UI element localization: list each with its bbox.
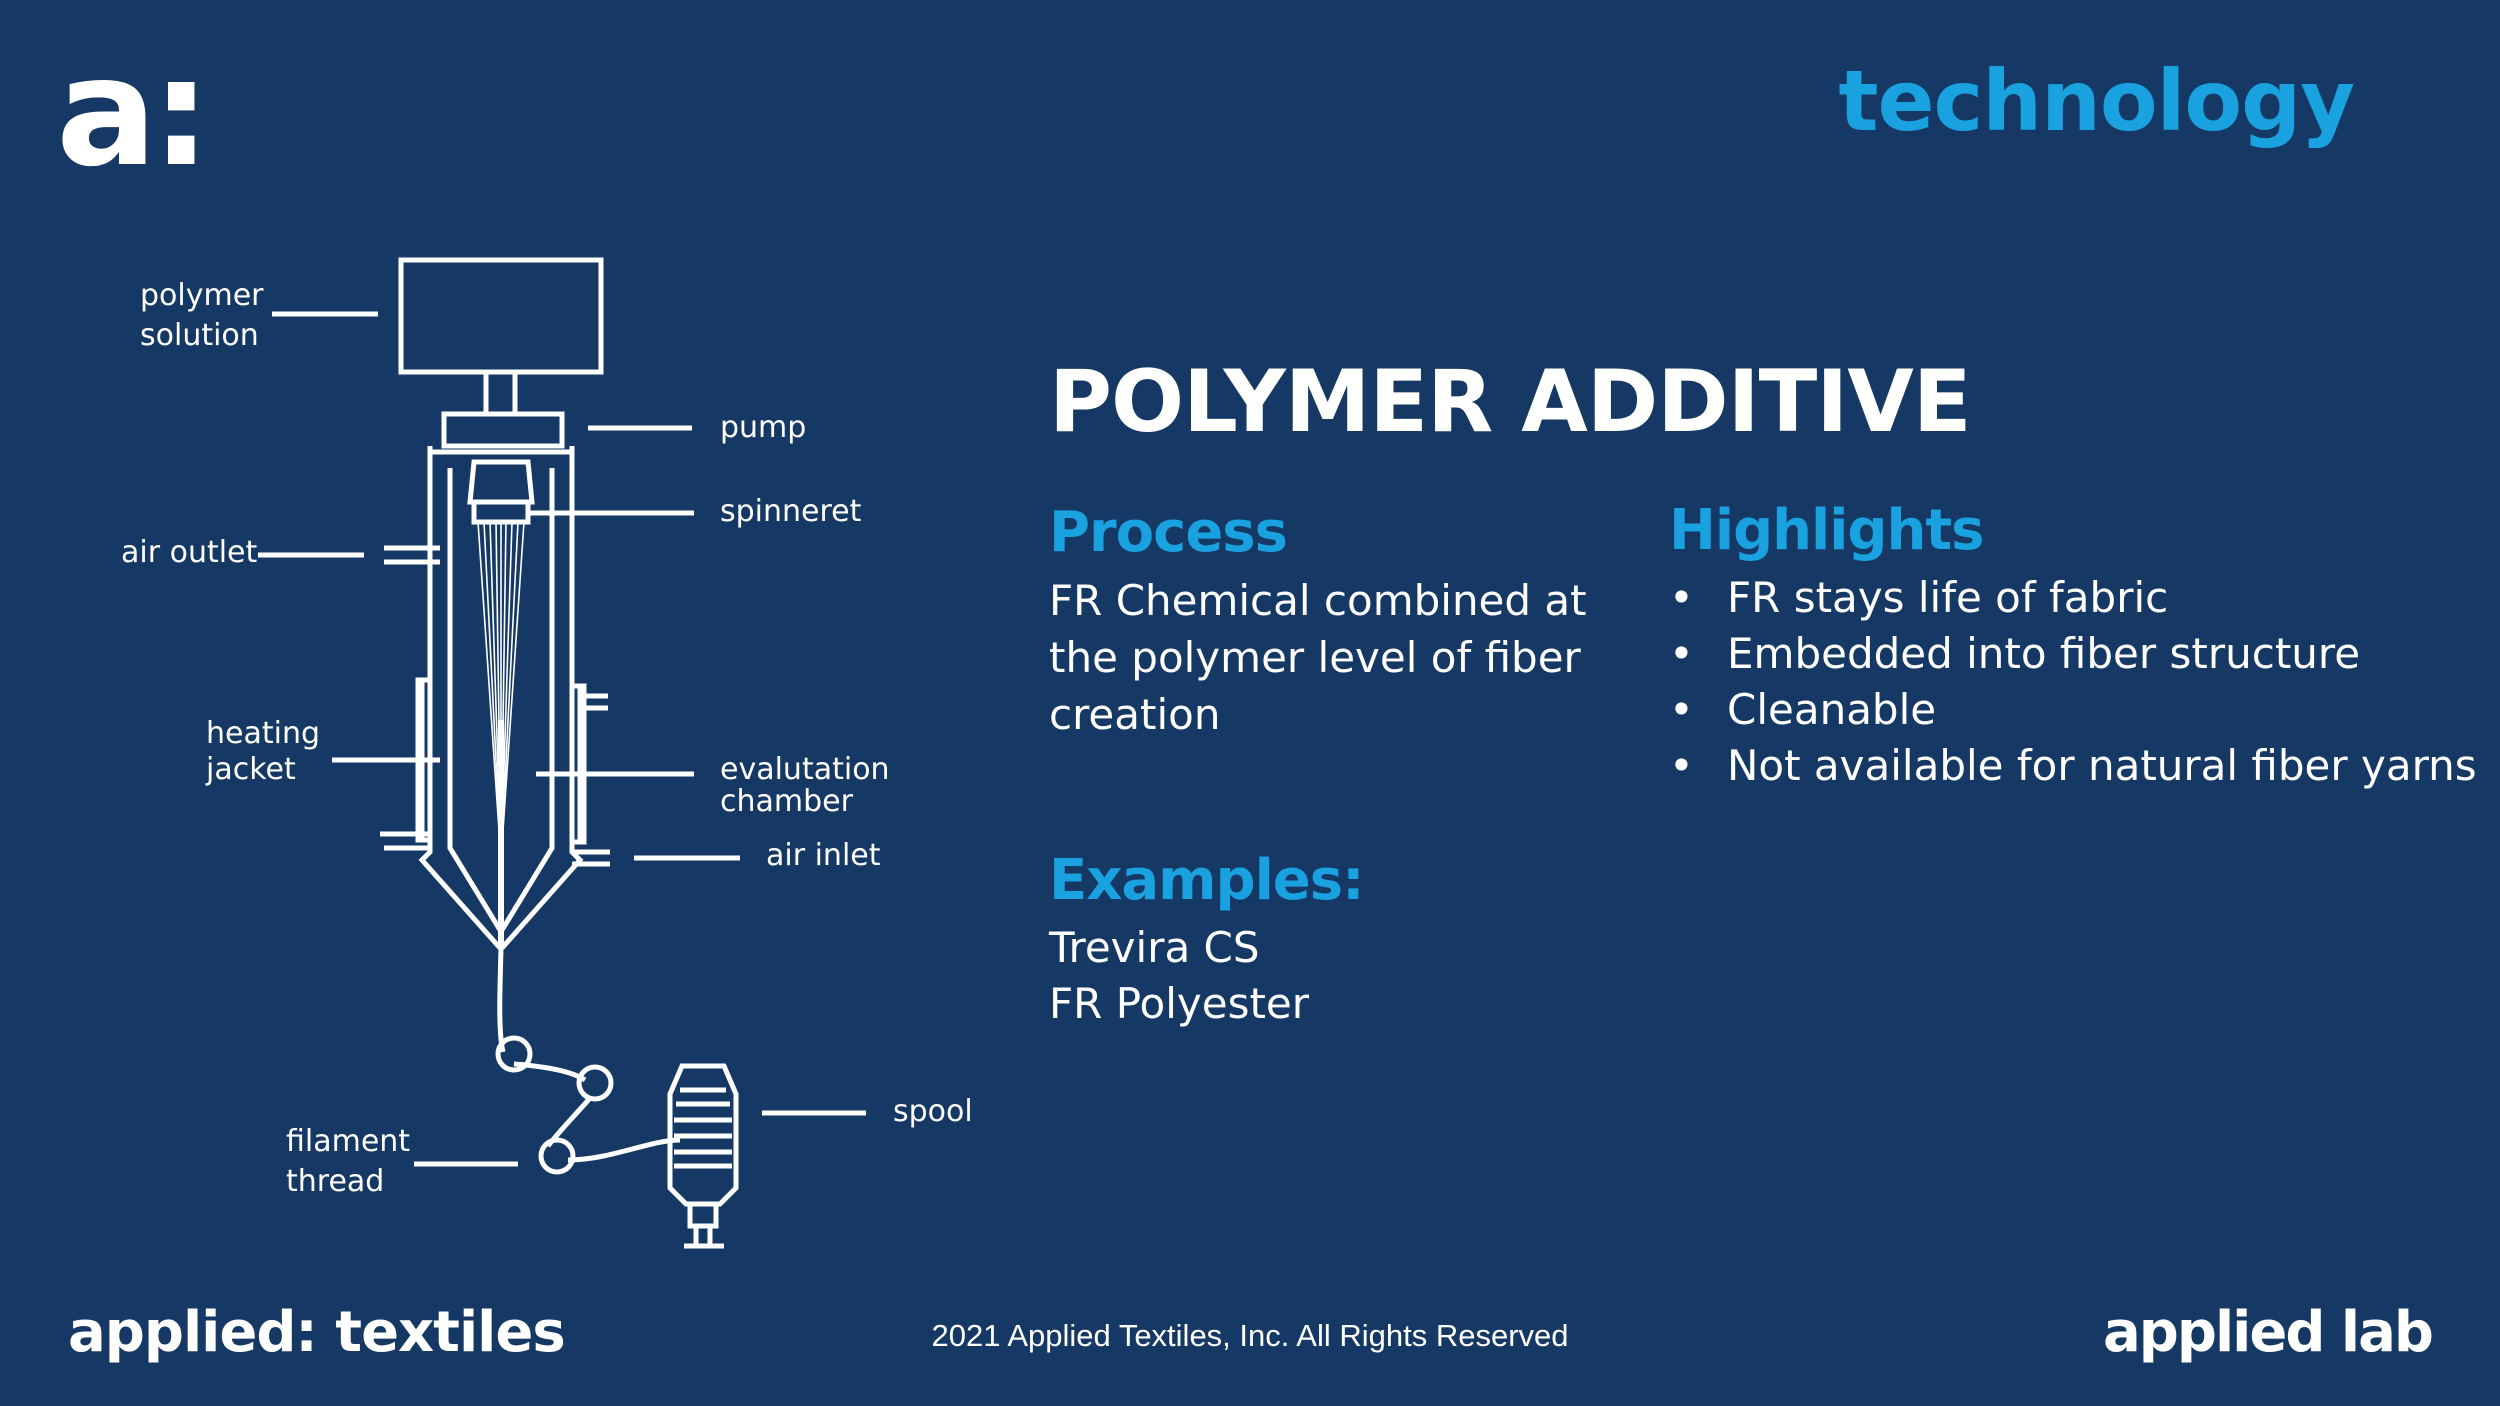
filament-thread: [497, 947, 681, 1163]
chamber-outer-wall: [418, 446, 502, 950]
examples-heading: Examples:: [1049, 848, 1365, 913]
label-evaluation-chamber: evalutation chamber: [720, 752, 890, 819]
spinneret: [467, 459, 535, 505]
highlight-item: Embedded into fiber structure: [1669, 626, 2477, 682]
label-spinneret: spinneret: [720, 494, 862, 529]
spinning-process-diagram: [258, 257, 866, 1249]
examples-list: Trevira CS FR Polyester: [1049, 920, 1309, 1032]
label-air-outlet: air outlet: [121, 535, 258, 570]
guide-roller-top: [495, 1035, 533, 1073]
label-filament-thread: filament thread: [286, 1124, 411, 1199]
guide-roller-right: [576, 1064, 614, 1102]
example-item: FR Polyester: [1049, 979, 1310, 1028]
chamber-inner-wall: [447, 468, 503, 932]
highlight-item: FR stays life of fabric: [1669, 570, 2477, 626]
highlights-list: FR stays life of fabric Embedded into fi…: [1669, 570, 2477, 794]
process-text: FR Chemical combined at the polymer leve…: [1049, 576, 1587, 739]
slide-title: POLYMER ADDITIVE: [1049, 352, 1972, 452]
highlight-item: Not available for natural fiber yarns: [1669, 738, 2477, 794]
highlights-heading: Highlights: [1669, 498, 1984, 563]
polymer-solution-tank: [398, 257, 604, 375]
guide-roller-bottom: [538, 1137, 576, 1175]
example-item: Trevira CS: [1049, 923, 1260, 972]
brand-logo-mark: a:: [56, 26, 211, 200]
label-heating-jacket: heating jacket: [206, 716, 321, 787]
footer-lab-logo: applied lab: [2103, 1300, 2434, 1365]
process-heading: Process: [1049, 500, 1288, 565]
section-topic: technology: [1838, 52, 2355, 150]
label-air-inlet: air inlet: [766, 838, 881, 873]
highlight-item: Cleanable: [1669, 682, 2477, 738]
label-pump: pump: [720, 410, 807, 445]
spool: [667, 1063, 739, 1207]
footer-copyright: 2021 Applied Textiles, Inc. All Rights R…: [931, 1318, 1569, 1353]
label-polymer-solution: polymer solution: [140, 278, 264, 353]
footer-brand-logo: applied: textiles: [68, 1300, 566, 1365]
label-spool: spool: [893, 1094, 973, 1129]
pump-block: [441, 411, 565, 449]
